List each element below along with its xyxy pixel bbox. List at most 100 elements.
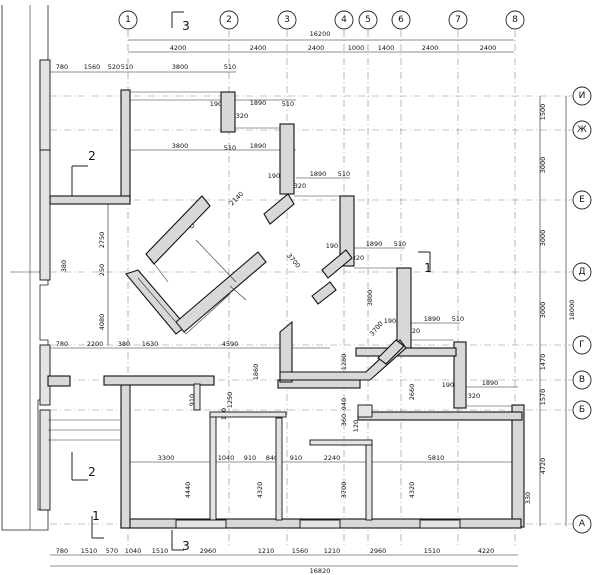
axis-label-right-0: И <box>579 91 586 101</box>
axis-label-right-3: Д <box>578 267 585 277</box>
dimension-lines <box>50 39 567 567</box>
axis-bubble-right-2 <box>572 190 592 210</box>
room-dim-8: 320 <box>236 112 248 120</box>
room-dim-36: 3800 <box>366 290 374 307</box>
axis-label-top-5: 5 <box>365 15 371 25</box>
room-dim-5: 1890 <box>366 240 383 248</box>
wall-corridor-north <box>103 375 215 386</box>
dim-bottom-1: 780 <box>56 547 68 555</box>
dim-top-4: 1000 <box>348 44 365 52</box>
adjacent-building <box>1 5 120 531</box>
dim-top-6: 2400 <box>422 44 439 52</box>
axis-bubble-top-1 <box>118 10 138 30</box>
dim-left-3: 780 <box>56 340 68 348</box>
dim-top-1: 4200 <box>170 44 187 52</box>
room-dim-7: 1890 <box>482 379 499 387</box>
dim-bottom-2: 1510 <box>81 547 98 555</box>
room-dim-2: 1890 <box>250 99 267 107</box>
dim-left-4: 2200 <box>87 340 104 348</box>
wall-pier-north <box>220 91 236 133</box>
dim-top-detail-5: 3800 <box>172 63 189 71</box>
dim-top-detail-3: 520 <box>108 63 120 71</box>
wall-core-south <box>279 320 293 383</box>
room-dim-23: 3300 <box>158 454 175 462</box>
section-marks: 3 3 2 2 1 1 <box>71 11 432 553</box>
wall-west-upper <box>120 89 131 199</box>
room-dim-4: 1890 <box>310 170 327 178</box>
dim-top-detail-2: 1560 <box>84 63 101 71</box>
room-dim-32: 3700 <box>340 482 348 499</box>
axis-label-top-2: 2 <box>226 15 232 25</box>
section-label-2-top: 2 <box>88 149 96 163</box>
section-label-1-right: 1 <box>424 261 432 275</box>
room-dim-28: 2240 <box>324 454 341 462</box>
wall-east-mid <box>355 347 457 357</box>
wall-diagonal-core-2 <box>145 195 211 265</box>
wall-pier-5 <box>453 341 467 409</box>
room-dim-43: 120 <box>352 420 360 432</box>
room-dim-39: 3700 <box>285 252 302 270</box>
dim-left-2: 4080 <box>98 314 106 331</box>
room-dim-50: 360 <box>340 414 348 426</box>
dim-bottom-7: 1210 <box>258 547 275 555</box>
partition-2 <box>275 417 283 521</box>
axis-bubble-top-3 <box>277 10 297 30</box>
dim-top-3: 2400 <box>308 44 325 52</box>
dim-bottom-6: 2960 <box>200 547 217 555</box>
axis-bubble-right-0 <box>572 86 592 106</box>
room-dim-18: 510 <box>224 144 236 152</box>
dim-left-1: 2750 <box>98 232 106 249</box>
axis-bubble-right-3 <box>572 262 592 282</box>
room-dim-16: 190 <box>384 317 396 325</box>
dim-top-7: 2400 <box>480 44 497 52</box>
room-dim-33: 4320 <box>408 482 416 499</box>
axis-bubble-top-6 <box>391 10 411 30</box>
dim-bottom-9: 1210 <box>324 547 341 555</box>
dim-bottom-11: 1510 <box>424 547 441 555</box>
column-small <box>357 404 373 418</box>
room-dim-31: 4320 <box>256 482 264 499</box>
axis-label-right-4: Г <box>579 340 585 350</box>
axis-label-right-7: А <box>579 519 586 529</box>
dim-right-3: 3000 <box>539 230 547 247</box>
axis-bubble-right-1 <box>572 120 592 140</box>
wall-diagonal-short-3 <box>311 281 337 305</box>
dim-right-4: 3000 <box>539 302 547 319</box>
axis-bubble-right-4 <box>572 335 592 355</box>
dim-right-2: 3000 <box>539 157 547 174</box>
room-dim-17: 190 <box>442 381 454 389</box>
room-dim-15: 190 <box>326 242 338 250</box>
section-label-3-top: 3 <box>182 19 190 33</box>
axis-label-top-8: 8 <box>512 15 518 25</box>
axis-label-top-1: 1 <box>125 15 131 25</box>
section-label-3-bottom: 3 <box>182 539 190 553</box>
door-opening-south-2 <box>299 519 341 529</box>
room-outlines <box>129 91 512 519</box>
axis-bubble-top-5 <box>358 10 378 30</box>
door-opening-south-3 <box>419 519 461 529</box>
partition-horizontal-2 <box>309 439 373 446</box>
building-walls <box>47 89 525 529</box>
room-dim-14: 190 <box>268 172 280 180</box>
axis-bubble-right-5 <box>572 370 592 390</box>
door-opening-south <box>175 519 227 529</box>
wall-diagonal-short-2 <box>321 249 353 279</box>
wall-stub-west <box>49 195 131 205</box>
room-dim-1: 3800 <box>172 142 189 150</box>
axis-bubble-top-7 <box>448 10 468 30</box>
room-dim-37: 3700 <box>368 320 385 338</box>
wall-stub-west-lower <box>47 375 71 387</box>
dim-left-7: 4590 <box>222 340 239 348</box>
wall-pier-2 <box>279 123 295 195</box>
dim-right-7: 4720 <box>539 458 547 475</box>
partition-3 <box>365 439 373 521</box>
dim-bottom-4: 1040 <box>125 547 142 555</box>
dim-bottom-12: 4220 <box>478 547 495 555</box>
axis-label-right-6: Б <box>579 405 585 415</box>
dim-bottom-10: 2960 <box>370 547 387 555</box>
dim-bottom-8: 1560 <box>292 547 309 555</box>
dim-bottom-5: 1510 <box>152 547 169 555</box>
room-dim-47: 250 <box>98 264 106 276</box>
